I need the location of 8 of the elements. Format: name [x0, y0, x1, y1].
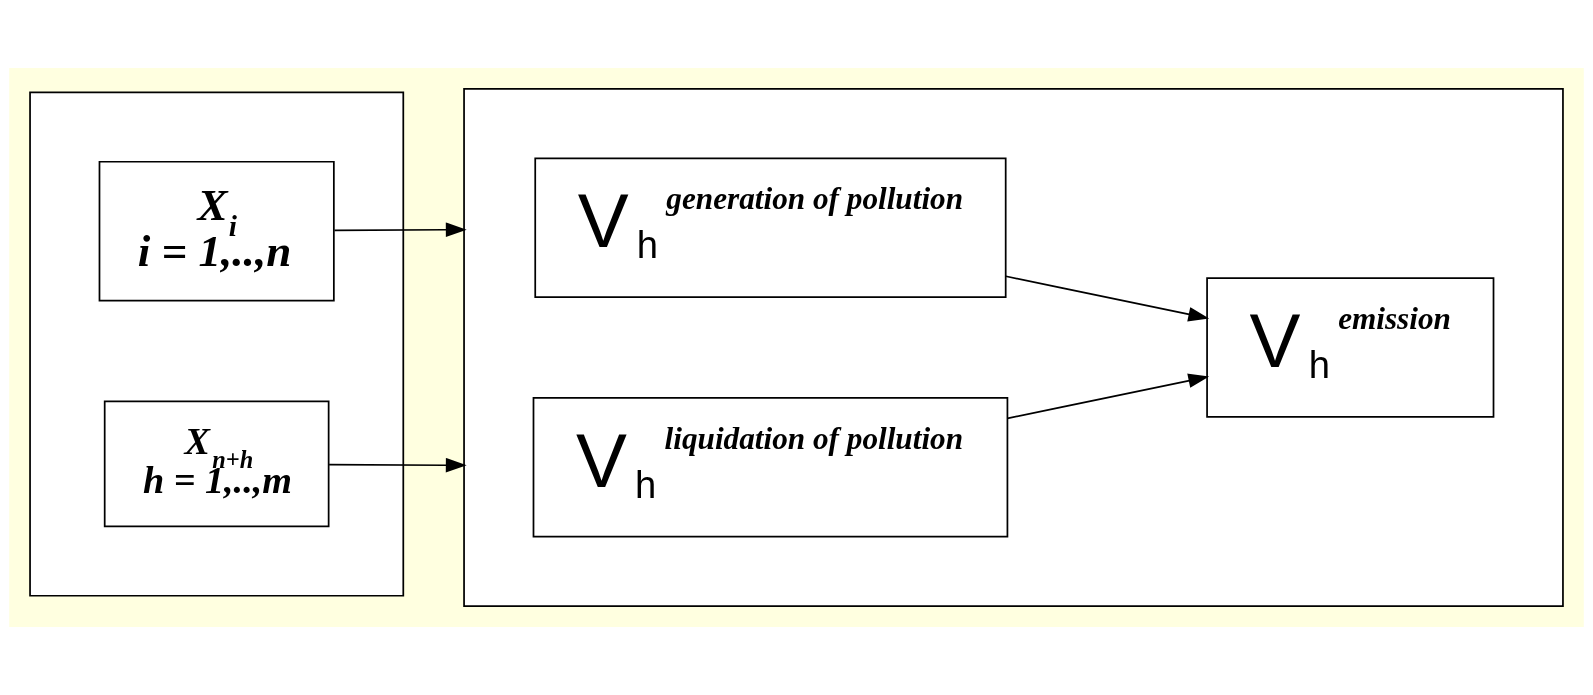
cluster [463, 87, 1564, 608]
cluster [29, 91, 405, 597]
arrow [1006, 373, 1210, 420]
node-box: X$_{n+h}$ h = 1,..,m [103, 400, 330, 528]
arrow [333, 222, 467, 238]
node-box: X$_{i}$ i = 1,..,n [98, 160, 335, 302]
arrow [1004, 275, 1210, 322]
arrow [328, 457, 467, 473]
